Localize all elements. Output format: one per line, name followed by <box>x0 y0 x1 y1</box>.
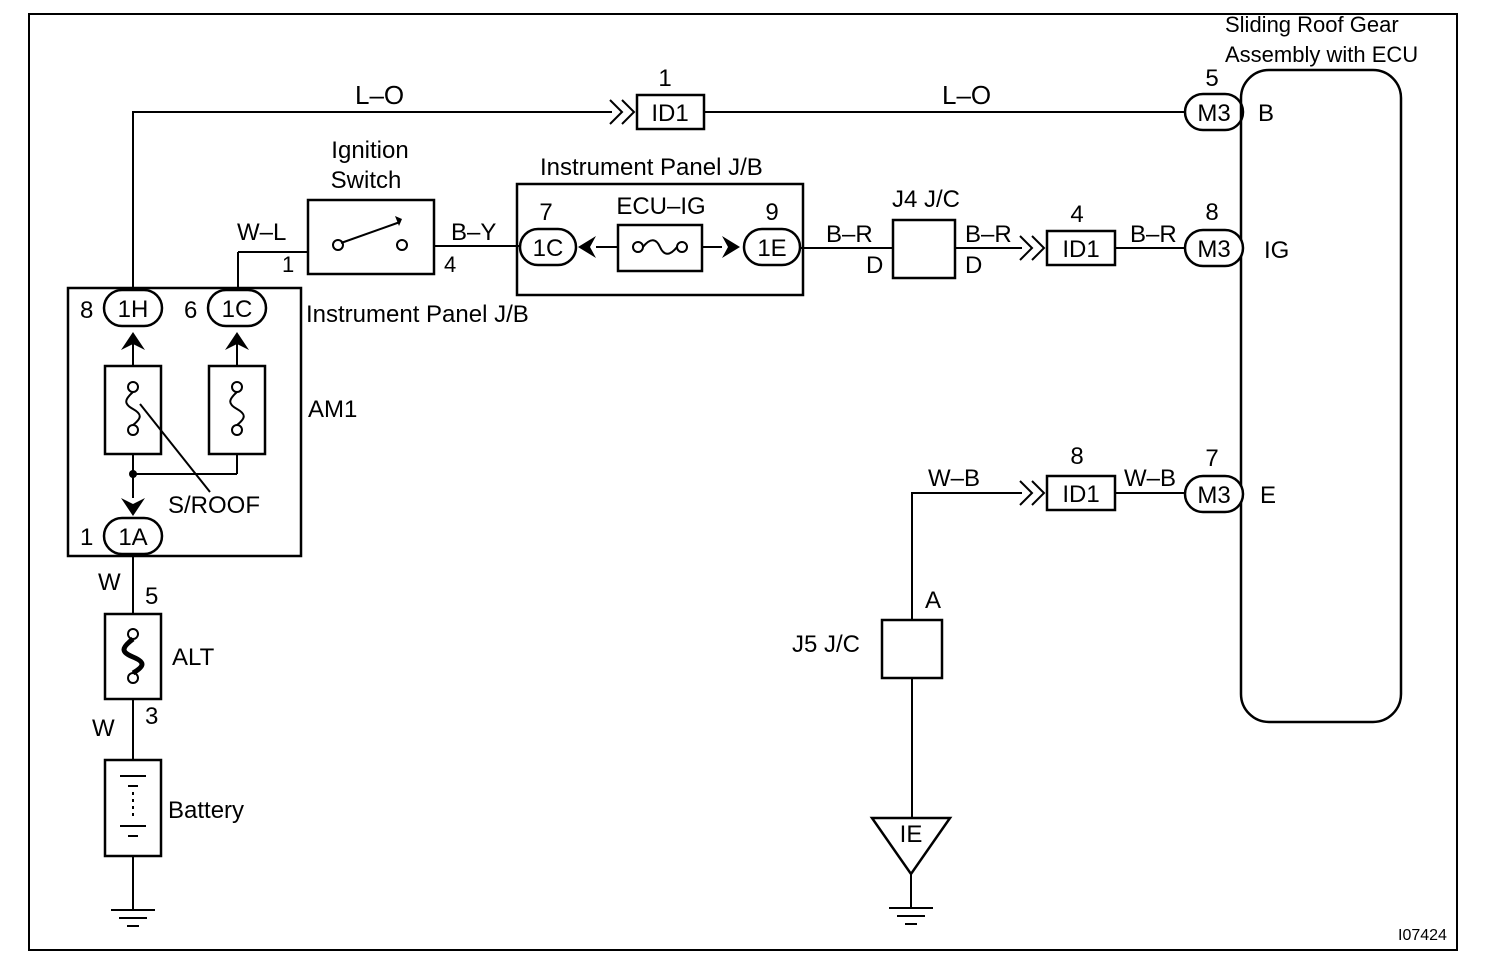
connector-m3-ig-label: M3 <box>1197 236 1230 263</box>
wire-label-wb1: W–B <box>928 465 980 492</box>
pin-jb-1c: 7 <box>539 199 552 226</box>
wire-label-br3: B–R <box>1130 221 1177 248</box>
connector-m3-b-label: M3 <box>1197 100 1230 127</box>
connector-1e-label: 1E <box>757 235 786 262</box>
ecu-terminal-b: B <box>1258 100 1274 127</box>
fuse-sroof-label: S/ROOF <box>168 492 260 519</box>
pin-id1-top: 1 <box>658 65 671 92</box>
fuse-alt-label: ALT <box>172 644 215 671</box>
connector-1h-label: 1H <box>118 296 149 323</box>
wire-label-br2: B–R <box>965 221 1012 248</box>
wire-wb <box>911 492 1022 620</box>
ground-symbol-battery <box>111 909 155 927</box>
pin-m3-b: 5 <box>1205 65 1218 92</box>
connector-1h <box>102 288 164 328</box>
ecu-box <box>1239 68 1403 724</box>
junction-j5-label: J5 J/C <box>792 631 860 658</box>
connector-1a-label: 1A <box>118 524 147 551</box>
junction-j4-label: J4 J/C <box>892 186 960 213</box>
junction-j5 <box>880 618 944 680</box>
pin-id1-bot: 8 <box>1070 443 1083 470</box>
connector-1c-left <box>206 288 268 328</box>
ecu-terminal-ig: IG <box>1264 237 1289 264</box>
wire-label-lo-left: L–O <box>355 80 404 110</box>
connector-m3-ig <box>1183 228 1245 268</box>
connector-1c-jb-label: 1C <box>533 235 564 262</box>
wire-label-w-bottom: W <box>92 715 115 742</box>
junction-j4 <box>891 218 957 280</box>
pin-j4-right: D <box>965 252 982 279</box>
ecu-title-line2: Assembly with ECU <box>1225 42 1418 67</box>
ground-point-ie <box>869 816 953 877</box>
pin-m3-ig: 8 <box>1205 199 1218 226</box>
pin-alt-bot: 3 <box>145 703 158 730</box>
connector-id1-top <box>635 93 706 131</box>
pin-sw-out: 4 <box>444 252 456 277</box>
ip-jb-box <box>515 182 805 297</box>
connector-id1-bot-label: ID1 <box>1062 481 1099 508</box>
wire-label-wl: W–L <box>237 219 286 246</box>
ecu-terminal-e: E <box>1260 482 1276 509</box>
connector-1c-jb <box>518 227 578 267</box>
connector-m3-e-label: M3 <box>1197 482 1230 509</box>
pin-j5-a: A <box>925 587 941 614</box>
connector-m3-e <box>1183 474 1245 514</box>
ground-symbol-ie <box>889 907 933 925</box>
ip-jb-left-box <box>66 286 303 558</box>
connector-id1-mid-label: ID1 <box>1062 236 1099 263</box>
pin-alt-top: 5 <box>145 583 158 610</box>
pin-1h: 8 <box>80 297 93 324</box>
figure-code: I07424 <box>1398 927 1447 944</box>
fuse-am1-label: AM1 <box>308 396 357 423</box>
ignition-switch <box>306 198 436 276</box>
battery-label: Battery <box>168 797 244 824</box>
wire-lo <box>132 99 1185 296</box>
ecu-title-line1: Sliding Roof Gear <box>1225 12 1399 37</box>
connector-id1-top-label: ID1 <box>651 100 688 127</box>
ground-point-ie-label: IE <box>900 821 923 848</box>
pin-jb-1e: 9 <box>765 199 778 226</box>
connector-m3-b <box>1183 92 1245 132</box>
wire-label-br1: B–R <box>826 221 873 248</box>
diagram-frame <box>28 13 1458 951</box>
pin-sw-in: 1 <box>282 252 294 277</box>
sroof-leader <box>139 403 211 493</box>
pin-j4-left: D <box>866 252 883 279</box>
ignition-label-line1: Ignition <box>331 137 408 164</box>
pin-1a: 1 <box>80 524 93 551</box>
wire-label-w-top: W <box>98 569 121 596</box>
ip-jb-top-label: Instrument Panel J/B <box>540 154 763 181</box>
wire-label-by: B–Y <box>451 219 496 246</box>
pin-id1-mid: 4 <box>1070 201 1083 228</box>
wire-label-wb2: W–B <box>1124 465 1176 492</box>
ignition-label-line2: Switch <box>331 167 402 194</box>
pin-m3-e: 7 <box>1205 445 1218 472</box>
fuse-ecu-ig-label: ECU–IG <box>616 193 705 220</box>
ip-jb-left-label: Instrument Panel J/B <box>306 301 529 328</box>
wire-label-lo-right: L–O <box>942 80 991 110</box>
pin-1c: 6 <box>184 297 197 324</box>
connector-1c-left-label: 1C <box>222 296 253 323</box>
